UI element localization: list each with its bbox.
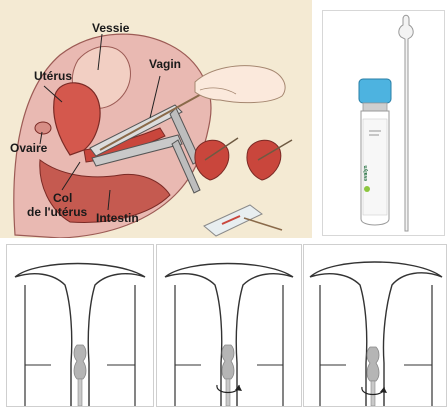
tube-brand-text: evalyn <box>363 165 369 181</box>
anatomy-illustration: Vessie Utérus Vagin Ovaire Col de l'utér… <box>0 0 312 238</box>
cervix-inset-right <box>247 140 292 180</box>
rotation-arrowhead-icon <box>235 385 242 391</box>
label-bladder: Vessie <box>92 22 129 34</box>
brush-shaft <box>78 379 82 406</box>
brush-shaft <box>371 381 375 406</box>
label-intestine: Intestin <box>96 212 139 224</box>
label-vagina: Vagin <box>149 58 181 70</box>
hand <box>195 66 285 103</box>
uterine-outline <box>310 262 442 406</box>
sample-tube <box>359 79 391 225</box>
step-1-diagram <box>7 245 153 406</box>
label-cervix: Col <box>53 192 72 204</box>
tube-cap <box>359 79 391 103</box>
sampling-kit <box>323 11 444 235</box>
label-cervix-sub: de l'utérus <box>27 206 87 218</box>
vaginal-walls <box>320 285 432 406</box>
step-1-brush-insertion <box>6 244 154 407</box>
step-3-diagram <box>304 245 446 406</box>
step-2-diagram <box>157 245 301 406</box>
cervix-inset-left <box>195 138 238 180</box>
step-3-brush-rotation <box>303 244 447 407</box>
label-ovary: Ovaire <box>10 142 47 154</box>
step-2-brush-rotation <box>156 244 302 407</box>
brush-bristles <box>367 347 379 381</box>
sampling-kit-panel: evalyn <box>322 10 445 236</box>
glass-slide <box>204 205 282 236</box>
brush-bristles <box>74 345 86 379</box>
pelvic-cross-section <box>0 0 312 238</box>
rotation-arrowhead-icon <box>380 387 387 393</box>
brand-mark-icon <box>364 186 370 192</box>
sampling-brush <box>399 15 413 231</box>
ovary <box>35 122 51 134</box>
label-uterus: Utérus <box>34 70 72 82</box>
brush-bristles <box>222 345 234 379</box>
